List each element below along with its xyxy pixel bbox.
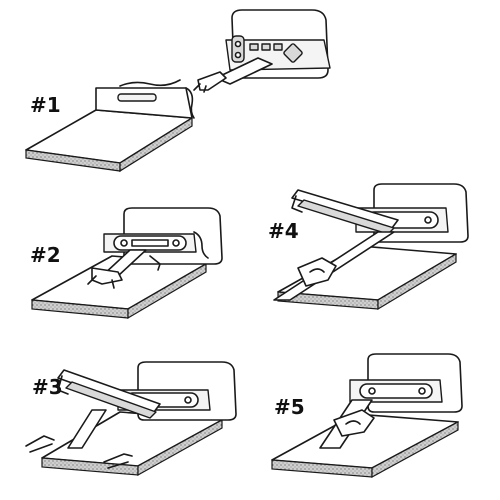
step-3-clamp <box>57 369 161 419</box>
step-5-board <box>271 413 459 479</box>
step-1-label: #1 <box>30 93 61 117</box>
step-4-label: #4 <box>268 219 299 243</box>
step-2: #2 <box>30 207 223 320</box>
step-4-bracket <box>355 183 469 243</box>
step-5-bracket <box>349 353 463 413</box>
step-4-board <box>277 245 457 311</box>
step-1: #1 <box>25 9 331 173</box>
step-3-strap <box>67 409 107 449</box>
step-1-board <box>25 79 195 173</box>
step-3-clips <box>25 435 133 469</box>
step-4-strap <box>273 231 395 301</box>
step-3-label: #3 <box>32 375 63 399</box>
step-2-strap <box>87 249 161 289</box>
step-5-label: #5 <box>274 395 305 419</box>
step-2-bracket <box>103 207 223 265</box>
step-4-clamp <box>291 189 399 235</box>
step-5: #5 <box>271 353 463 479</box>
step-1-bracket <box>193 9 331 93</box>
step-4: #4 <box>268 183 469 311</box>
step-3: #3 <box>25 361 237 477</box>
step-2-label: #2 <box>30 243 61 267</box>
step-5-strap <box>319 399 375 449</box>
step-3-board <box>41 411 223 477</box>
